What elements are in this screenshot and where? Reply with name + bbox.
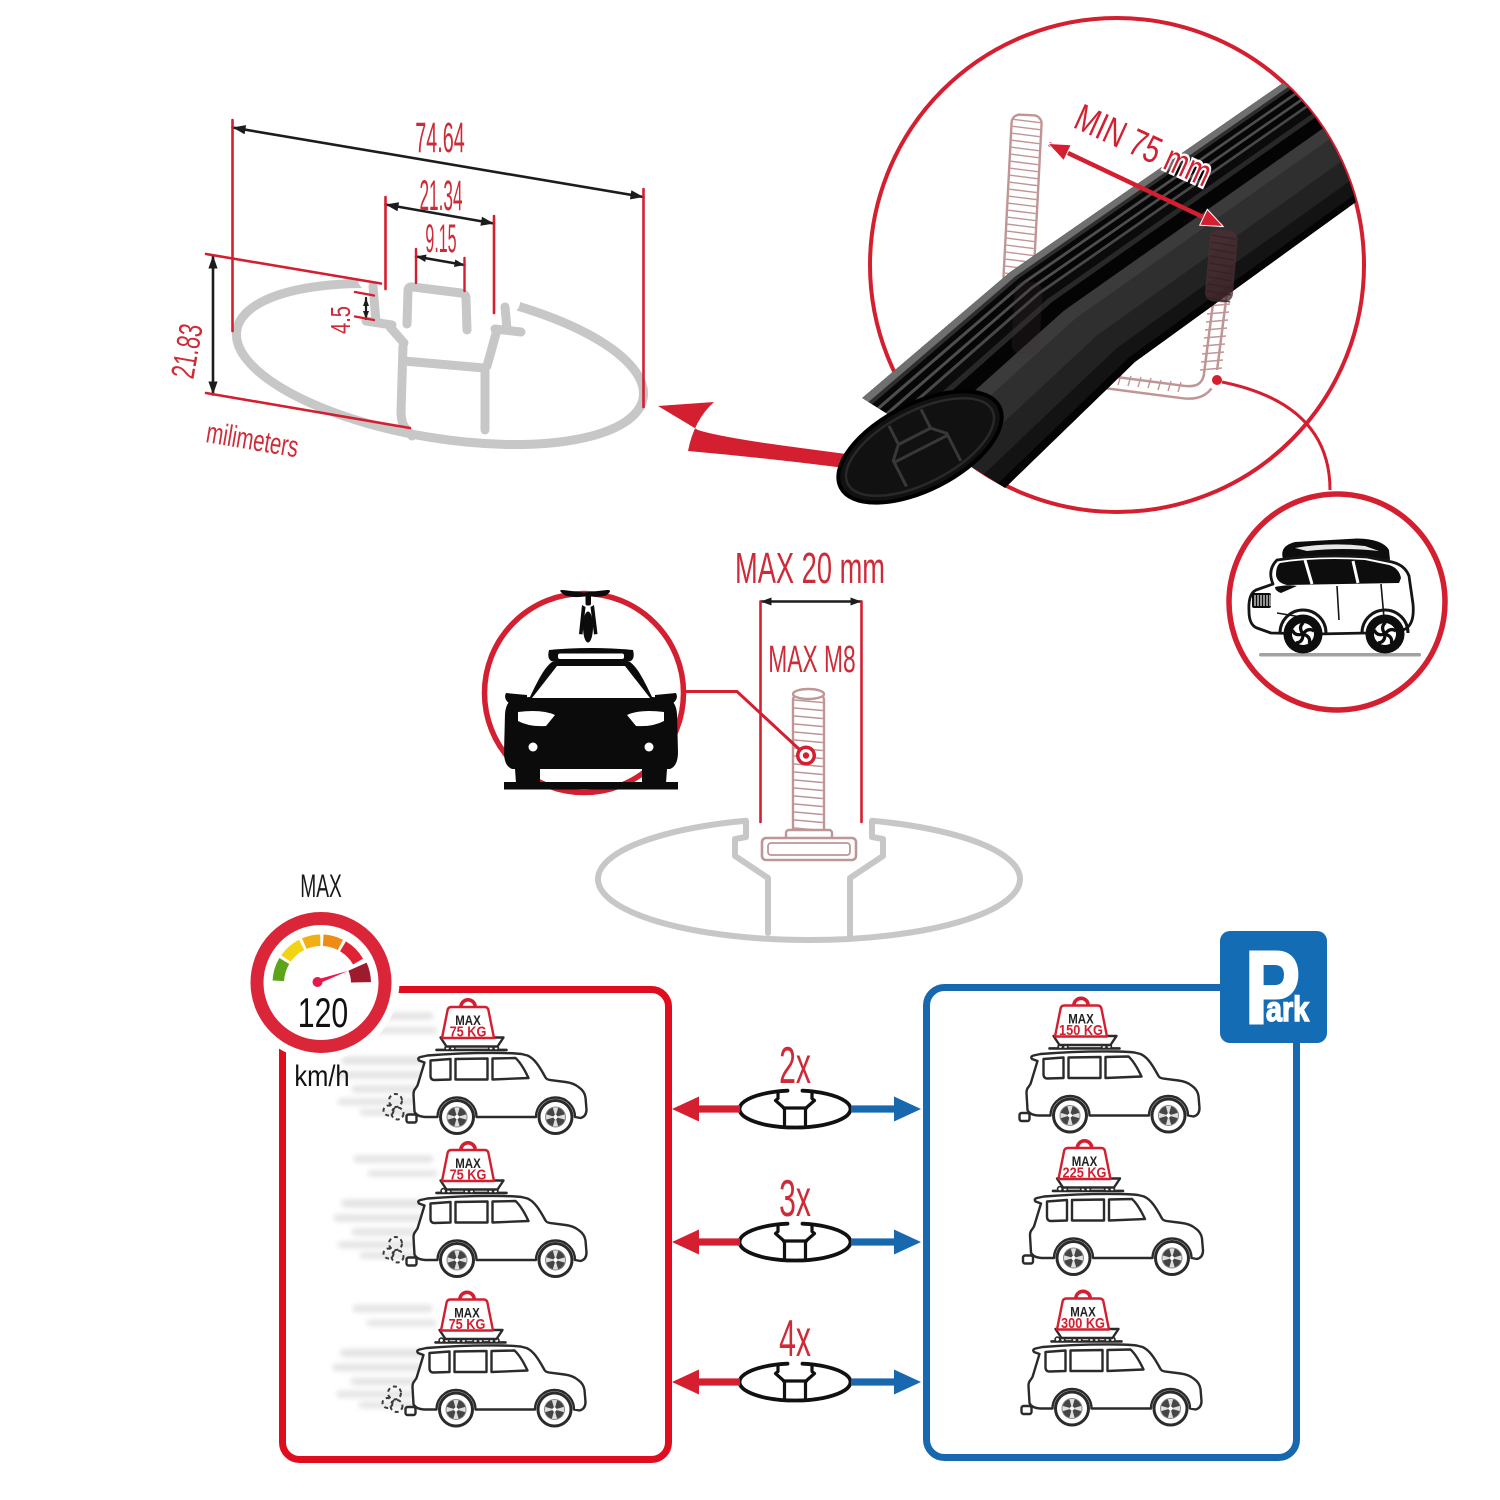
svg-text:150 KG: 150 KG xyxy=(1059,1021,1103,1038)
svg-text:4.5: 4.5 xyxy=(326,306,357,334)
svg-text:225 KG: 225 KG xyxy=(1063,1163,1107,1180)
svg-text:MAX: MAX xyxy=(455,1013,481,1028)
svg-text:MAX 20 mm: MAX 20 mm xyxy=(735,543,885,592)
svg-text:MAX: MAX xyxy=(454,1306,480,1321)
svg-text:km/h: km/h xyxy=(294,1059,349,1092)
svg-text:P: P xyxy=(1245,930,1300,1045)
svg-text:300 KG: 300 KG xyxy=(1061,1314,1105,1331)
svg-text:9.15: 9.15 xyxy=(425,217,456,262)
svg-text:MAX: MAX xyxy=(1068,1012,1094,1027)
svg-text:ark: ark xyxy=(1266,989,1309,1028)
svg-text:75 KG: 75 KG xyxy=(450,1165,487,1182)
svg-text:MAX: MAX xyxy=(1070,1305,1096,1320)
svg-text:74.64: 74.64 xyxy=(415,115,464,163)
svg-text:2x: 2x xyxy=(779,1038,811,1095)
svg-text:MAX M8: MAX M8 xyxy=(768,638,855,680)
svg-text:75 KG: 75 KG xyxy=(449,1315,486,1332)
svg-text:120: 120 xyxy=(298,989,348,1036)
svg-text:MAX: MAX xyxy=(300,868,342,904)
svg-text:4x: 4x xyxy=(779,1311,811,1368)
svg-text:21.34: 21.34 xyxy=(419,171,462,220)
svg-text:MAX: MAX xyxy=(455,1156,481,1171)
svg-text:75 KG: 75 KG xyxy=(450,1022,487,1039)
svg-text:MAX: MAX xyxy=(1072,1154,1098,1169)
svg-text:3x: 3x xyxy=(779,1171,811,1228)
